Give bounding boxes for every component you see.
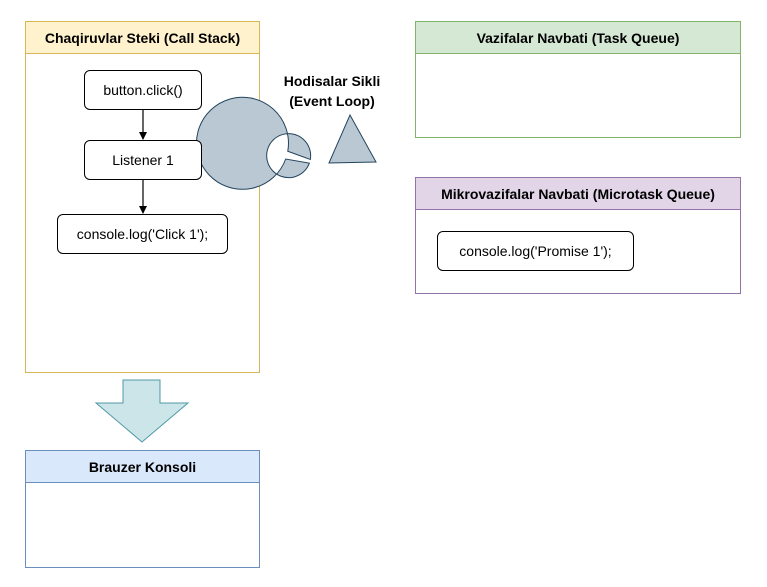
microtask-queue-item: console.log('Promise 1'); <box>437 231 634 271</box>
call-stack-item: console.log('Click 1'); <box>57 214 228 254</box>
call-stack-item: button.click() <box>84 70 202 110</box>
call-stack-item: Listener 1 <box>84 140 202 180</box>
browser-console-title: Brauzer Konsoli <box>26 451 259 483</box>
flow-down-arrow-icon <box>94 379 190 443</box>
call-stack-title: Chaqiruvlar Steki (Call Stack) <box>26 22 259 54</box>
event-loop-icon <box>195 96 377 190</box>
browser-console-panel: Brauzer Konsoli <box>25 450 260 568</box>
task-queue-title: Vazifalar Navbati (Task Queue) <box>416 22 740 54</box>
event-loop-label-line1: Hodisalar Sikli <box>283 73 381 89</box>
event-loop-label-line2: (Event Loop) <box>289 93 375 109</box>
event-loop-label: Hodisalar Sikli (Event Loop) <box>270 71 394 111</box>
task-queue-panel: Vazifalar Navbati (Task Queue) <box>415 21 741 138</box>
microtask-queue-title: Mikrovazifalar Navbati (Microtask Queue) <box>416 178 740 210</box>
